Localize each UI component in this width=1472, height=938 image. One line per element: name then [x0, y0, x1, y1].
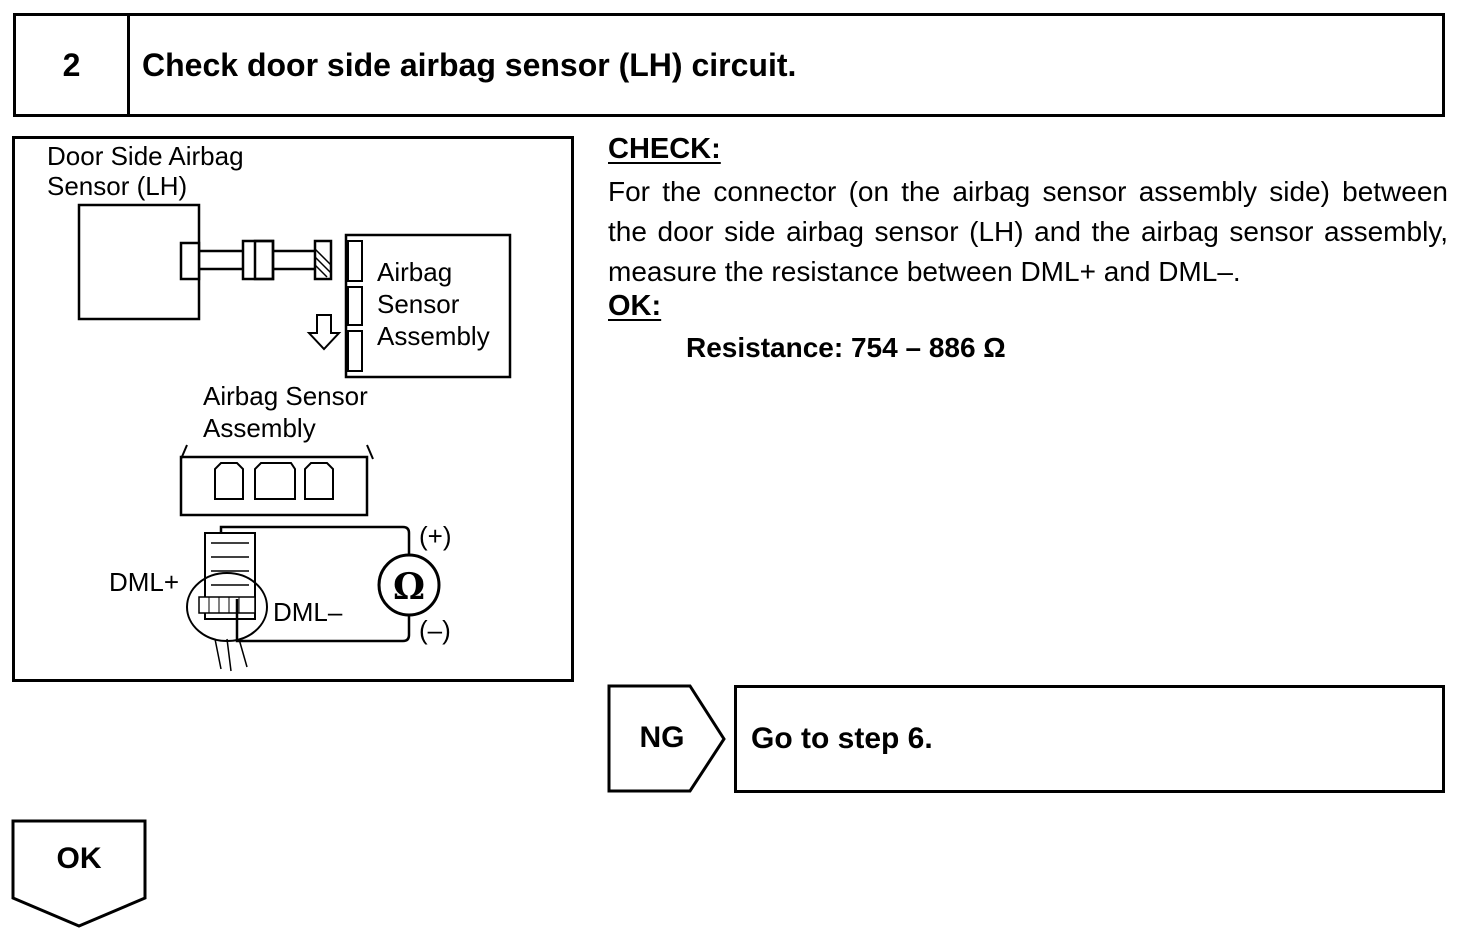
door-sensor-label-1: Door Side Airbag — [47, 141, 244, 171]
ng-arrow-shape — [607, 684, 726, 793]
step-number: 2 — [16, 16, 130, 114]
assembly-box — [344, 233, 512, 379]
ng-branch-label: NG — [639, 721, 685, 754]
ok-arrow-shape — [11, 819, 147, 928]
assembly-box-label-2: Sensor — [377, 289, 460, 319]
meter-plus-label: (+) — [419, 521, 452, 551]
ohm-symbol: Ω — [393, 566, 425, 608]
ohmmeter — [377, 553, 441, 617]
down-arrow-icon — [306, 314, 342, 351]
ok-heading: OK: — [608, 290, 662, 322]
door-sensor-connector — [179, 241, 201, 281]
ng-action: Go to step 6. — [734, 685, 1445, 793]
assembly-label-2: Assembly — [203, 413, 316, 443]
meter-minus-label: (–) — [419, 615, 451, 645]
check-heading: CHECK: — [608, 133, 721, 165]
step-header: 2 Check door side airbag sensor (LH) cir… — [13, 13, 1445, 117]
dml-minus-label: DML– — [273, 597, 343, 627]
step-title: Check door side airbag sensor (LH) circu… — [142, 46, 797, 83]
wiring-figure: Airbag Sensor Assembly Door Side Airbag … — [12, 136, 574, 682]
check-instructions: For the connector (on the airbag sensor … — [608, 176, 1448, 287]
harness-connector-left — [241, 239, 275, 281]
ok-branch-label: OK — [56, 842, 102, 875]
assembly-label-1: Airbag Sensor — [203, 381, 368, 411]
assembly-box-label-1: Airbag — [377, 257, 452, 287]
door-sensor-label-2: Sensor (LH) — [47, 171, 187, 201]
figure-drawing: Airbag Sensor Assembly Door Side Airbag … — [47, 141, 512, 672]
resistance-spec: Resistance: 754 – 886 Ω — [686, 332, 1006, 363]
assembly-box-label-3: Assembly — [377, 321, 490, 351]
dml-plus-label: DML+ — [109, 567, 179, 597]
assembly-connector-face — [179, 455, 369, 517]
